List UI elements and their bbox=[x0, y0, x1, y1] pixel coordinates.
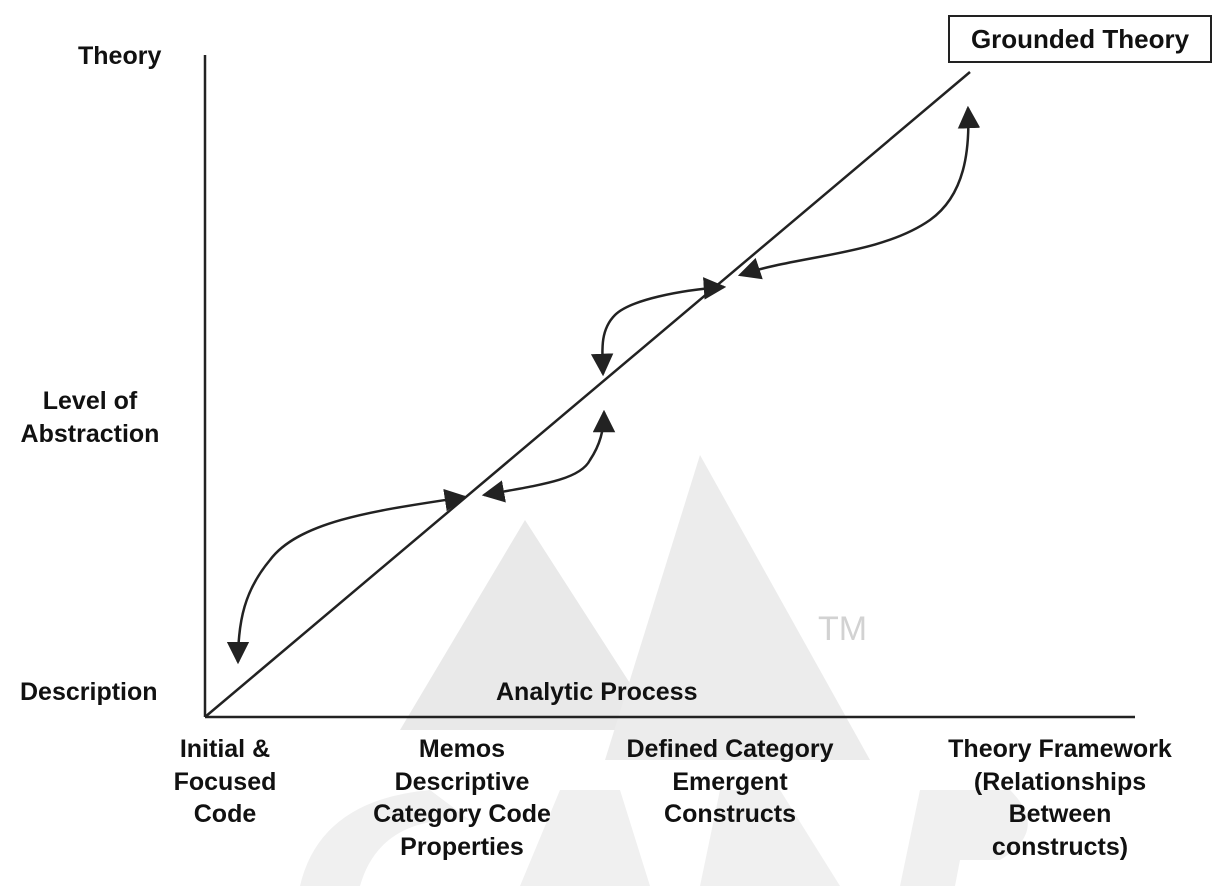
y-axis-middle-line2: Abstraction bbox=[20, 419, 160, 448]
stage-label-memos: Memos Descriptive Category Code Properti… bbox=[352, 733, 572, 863]
stage-label-initial: Initial & Focused Code bbox=[150, 733, 300, 831]
stage-label-theory-framework: Theory Framework (Relationships Between … bbox=[920, 733, 1200, 863]
grounded-theory-badge: Grounded Theory bbox=[948, 15, 1212, 63]
stage-memos-line4: Properties bbox=[400, 832, 524, 861]
stage-initial-line2: Focused bbox=[173, 767, 277, 796]
curve-arrow-2 bbox=[481, 409, 616, 503]
watermark-triangle-left bbox=[400, 520, 660, 730]
curve-arrow-3 bbox=[590, 277, 727, 377]
stage-defined-line3: Constructs bbox=[664, 800, 796, 828]
stage-theory-line1: Theory Framework bbox=[948, 735, 1172, 763]
stage-memos-line1: Memos bbox=[418, 735, 506, 763]
y-axis-middle-label: Level of Abstraction bbox=[0, 385, 180, 450]
watermark-trademark: TM bbox=[818, 610, 868, 648]
curve-arrow-1 bbox=[226, 488, 468, 665]
stage-theory-line4: constructs) bbox=[991, 832, 1129, 861]
watermark-triangle-right bbox=[605, 455, 870, 760]
diagonal-progression-line bbox=[204, 71, 971, 718]
y-axis-bottom-label: Description bbox=[20, 678, 158, 706]
stage-theory-line2: (Relationships bbox=[973, 767, 1147, 796]
x-axis-label: Analytic Process bbox=[496, 678, 698, 706]
stage-memos-line3: Category Code bbox=[373, 800, 551, 828]
curve-arrow-4 bbox=[737, 105, 981, 280]
stage-label-defined-category: Defined Category Emergent Constructs bbox=[605, 733, 855, 831]
stage-theory-line3: Between bbox=[1008, 800, 1112, 828]
stage-initial-line1: Initial & bbox=[179, 735, 271, 763]
stage-defined-line1: Defined Category bbox=[626, 735, 834, 763]
y-axis-top-label: Theory bbox=[78, 42, 162, 70]
stage-initial-line3: Code bbox=[193, 800, 257, 828]
stage-memos-line2: Descriptive bbox=[394, 767, 530, 796]
y-axis-middle-line1: Level of bbox=[42, 387, 138, 415]
stage-defined-line2: Emergent bbox=[672, 767, 788, 796]
watermark-letters bbox=[300, 790, 1028, 886]
